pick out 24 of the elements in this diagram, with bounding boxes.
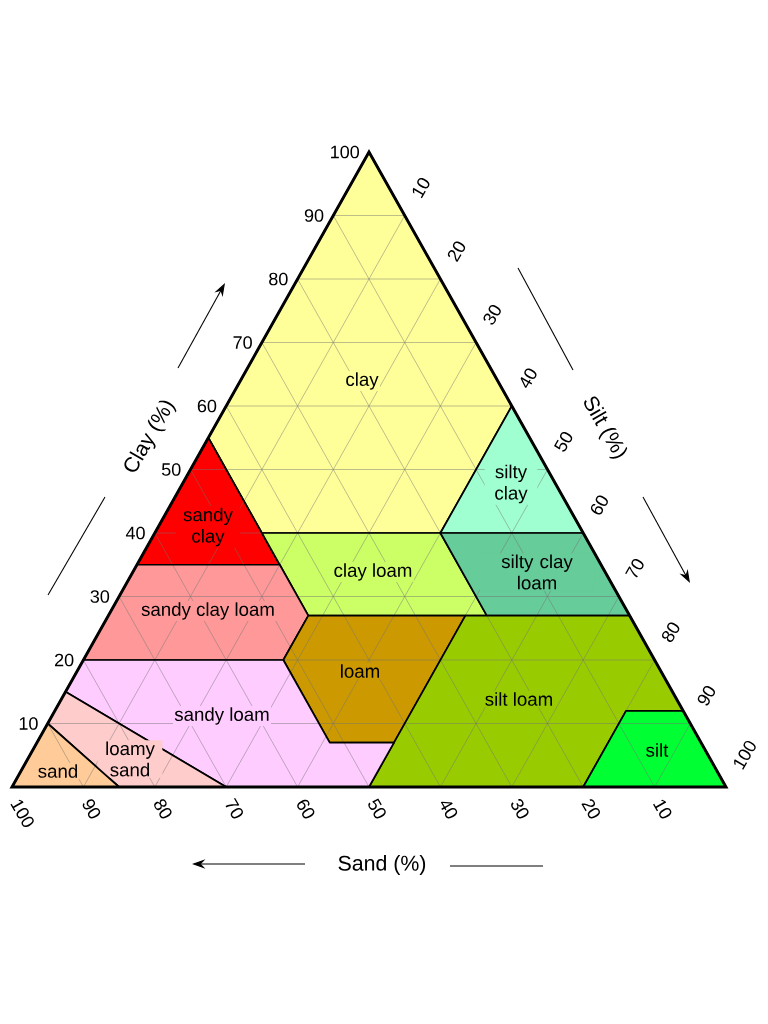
tick-label: 30 <box>483 305 501 325</box>
tick-label: 70 <box>233 336 252 349</box>
tick-label: 90 <box>697 686 716 706</box>
tick-label: 30 <box>90 590 110 603</box>
tick-label: 90 <box>304 209 324 222</box>
tick-label: 50 <box>161 463 181 476</box>
tick-label: 80 <box>154 799 172 819</box>
tick-label: 20 <box>447 241 466 263</box>
tick-label: 100 <box>734 740 756 770</box>
tick-label: 20 <box>581 799 600 819</box>
tick-label: 10 <box>412 178 430 199</box>
tick-label: 50 <box>368 798 386 819</box>
tick-label: 80 <box>662 622 680 643</box>
soil-texture-region: silt <box>582 709 727 788</box>
tick-label: 100 <box>10 799 34 828</box>
axis-title: Sand (%) <box>338 855 426 875</box>
tick-label: 60 <box>590 495 608 515</box>
tick-label: 10 <box>653 799 672 819</box>
tick-label: 70 <box>225 797 243 819</box>
tick-label: 50 <box>554 432 573 452</box>
tick-label: 40 <box>520 368 537 389</box>
tick-label: 90 <box>82 799 101 819</box>
tick-label: 80 <box>269 272 288 286</box>
tick-label: 40 <box>440 801 458 819</box>
